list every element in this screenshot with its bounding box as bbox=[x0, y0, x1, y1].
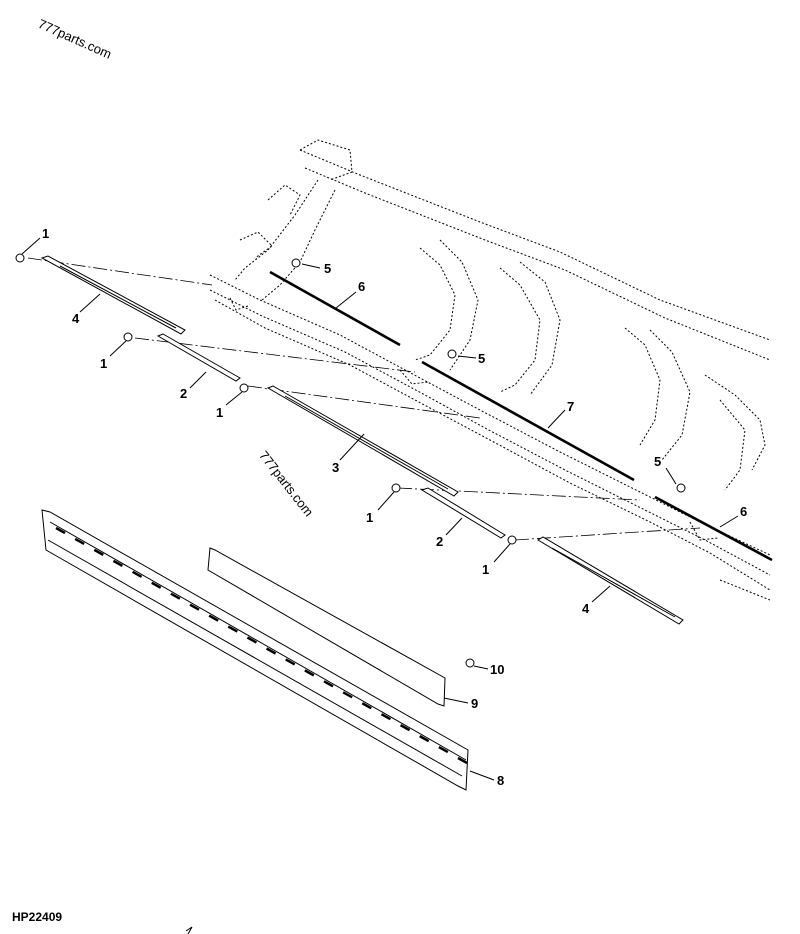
callout-10: 10 bbox=[490, 662, 504, 677]
bolt-1-icon bbox=[123, 332, 133, 342]
panel-slot bbox=[265, 647, 277, 655]
panel-slot bbox=[342, 691, 353, 699]
callout-2: 2 bbox=[436, 534, 443, 549]
rod-6-upper bbox=[269, 270, 401, 347]
shield-panel-9 bbox=[207, 547, 446, 707]
callout-labels: 1 1 1 1 1 2 2 3 4 4 5 5 5 6 6 7 8 9 10 bbox=[42, 226, 747, 788]
callout-leaders bbox=[21, 237, 739, 781]
callout-1: 1 bbox=[100, 356, 107, 371]
panel-slot bbox=[380, 713, 392, 721]
strip-parts bbox=[40, 255, 684, 625]
callout-6: 6 bbox=[740, 504, 747, 519]
bolt-10-icon bbox=[465, 658, 475, 668]
panel-slot bbox=[419, 735, 430, 743]
panel-slot bbox=[304, 669, 315, 677]
callout-2: 2 bbox=[180, 386, 187, 401]
bolt-5-icon bbox=[676, 483, 686, 493]
callout-3: 3 bbox=[332, 460, 339, 475]
callout-1: 1 bbox=[42, 226, 49, 241]
panel-slot bbox=[74, 537, 85, 546]
strip-2-lower bbox=[420, 487, 506, 539]
bolt-1-icon bbox=[507, 535, 517, 545]
panel-slot bbox=[189, 603, 200, 611]
bolt-5-icon bbox=[291, 258, 301, 268]
bolt-5-icon bbox=[447, 349, 457, 359]
panel-slot bbox=[151, 581, 162, 589]
panel-slot bbox=[323, 680, 334, 688]
panel-slot bbox=[438, 745, 449, 754]
panel-slot bbox=[285, 658, 296, 666]
callout-8: 8 bbox=[497, 773, 504, 788]
panel-slot bbox=[208, 614, 219, 622]
panel-slot bbox=[361, 702, 372, 710]
callout-7: 7 bbox=[567, 399, 574, 414]
panel-8-slots bbox=[55, 526, 468, 765]
panel-slot bbox=[93, 548, 104, 556]
rod-7 bbox=[421, 360, 635, 482]
bolt-1-icon bbox=[391, 483, 401, 493]
callout-9: 9 bbox=[471, 696, 478, 711]
header-frame-phantom bbox=[209, 139, 771, 601]
wear-strip-rods bbox=[269, 270, 773, 562]
panel-slot bbox=[457, 756, 468, 765]
bolt-icons bbox=[15, 253, 686, 668]
panel-slot bbox=[112, 559, 124, 567]
callout-5: 5 bbox=[478, 351, 485, 366]
rod-6-lower bbox=[654, 495, 773, 562]
callout-4: 4 bbox=[72, 311, 80, 326]
callout-1: 1 bbox=[216, 405, 223, 420]
panel-slot bbox=[246, 636, 258, 644]
bolt-1-icon bbox=[239, 383, 249, 393]
callout-1: 1 bbox=[482, 562, 489, 577]
panel-slot bbox=[227, 625, 238, 633]
panel-slot bbox=[170, 592, 181, 600]
callout-1: 1 bbox=[366, 510, 373, 525]
shield-panel-8 bbox=[41, 509, 469, 791]
panel-slot bbox=[399, 724, 411, 732]
callout-5: 5 bbox=[654, 454, 661, 469]
callout-4: 4 bbox=[582, 601, 590, 616]
callout-6: 6 bbox=[358, 279, 365, 294]
bolt-1-icon bbox=[15, 253, 25, 263]
figure-id-label: HP22409 bbox=[12, 910, 63, 924]
panel-slot bbox=[55, 526, 66, 535]
callout-5: 5 bbox=[324, 261, 331, 276]
strip-2-upper bbox=[156, 333, 241, 382]
panel-slot bbox=[131, 570, 143, 578]
stray-mark bbox=[185, 926, 193, 934]
